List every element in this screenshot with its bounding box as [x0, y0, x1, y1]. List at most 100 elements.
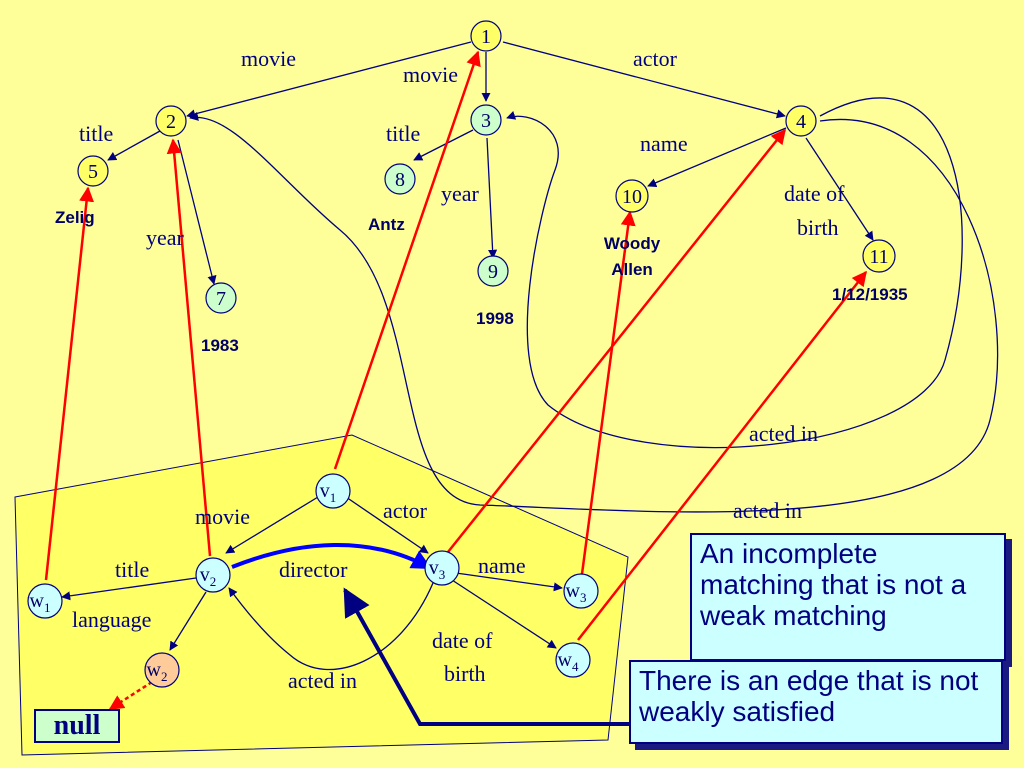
- callout-incomplete-matching: An incomplete matching that is not a wea…: [690, 533, 1006, 661]
- node-9: 9: [477, 255, 509, 287]
- map-v1-1: [333, 50, 481, 470]
- label-q-title: title: [115, 557, 149, 582]
- edge-4-11: [805, 137, 874, 241]
- label-q-name: name: [478, 553, 526, 578]
- svg-text:10: 10: [622, 186, 642, 208]
- label-q-dob-line2: birth: [444, 661, 486, 686]
- label-title-2-5: title: [79, 121, 113, 146]
- svg-text:11: 11: [869, 246, 888, 268]
- label-q-language: language: [72, 607, 151, 632]
- query-nodes: v1 v2 v3 w1 w2 w3 w4: [27, 473, 599, 688]
- value-allen: Allen: [611, 260, 653, 279]
- null-box: null: [34, 709, 120, 743]
- callout-pointer: [343, 587, 631, 726]
- label-q-movie: movie: [195, 504, 250, 529]
- svg-text:2: 2: [166, 111, 176, 133]
- svg-text:w4: w4: [558, 649, 579, 674]
- node-8: 8: [384, 163, 416, 195]
- value-1998: 1998: [476, 309, 514, 328]
- edge-3-8: [413, 129, 474, 161]
- node-3: 3: [470, 104, 502, 136]
- label-year-3-9: year: [441, 181, 480, 206]
- label-q-actor: actor: [383, 498, 428, 523]
- atomic-values: Zelig Antz 1983 1998 Woody Allen 1/12/19…: [55, 208, 908, 355]
- map-w4-11: [577, 270, 867, 641]
- svg-text:w2: w2: [147, 659, 168, 684]
- label-title-3-8: title: [386, 121, 420, 146]
- label-q-director: director: [279, 557, 348, 582]
- svg-text:4: 4: [796, 111, 806, 133]
- edge-2-5: [107, 130, 161, 161]
- q-edge-v2-w2: [169, 591, 207, 651]
- label-acted-in-2: acted in: [733, 498, 802, 523]
- label-movie-1-3: movie: [403, 62, 458, 87]
- label-actor-1-4: actor: [633, 46, 678, 71]
- edge-1-2: [186, 41, 472, 119]
- q-edge-v3-w4: [451, 579, 557, 649]
- value-1983: 1983: [201, 336, 239, 355]
- value-woody: Woody: [604, 234, 661, 253]
- svg-text:v2: v2: [200, 564, 217, 589]
- director-edge: [231, 543, 432, 570]
- q-edge-v3-w3: [455, 572, 563, 592]
- label-acted-in-1: acted in: [749, 421, 818, 446]
- label-dob-line1: date of: [784, 181, 845, 206]
- node-w1: w1: [27, 583, 63, 619]
- node-5: 5: [77, 155, 109, 187]
- q-edge-v3-v2-acted-in: [228, 582, 434, 671]
- data-nodes: 1 2 3 4 5 7 8 9 10 11: [77, 20, 896, 314]
- map-w2-null: [108, 680, 153, 711]
- svg-text:w1: w1: [30, 590, 51, 615]
- edge-2-7: [177, 139, 217, 285]
- edge-acted-in-4-3: [506, 97, 963, 449]
- node-1: 1: [470, 20, 502, 52]
- svg-text:w3: w3: [566, 580, 587, 605]
- svg-text:1: 1: [481, 26, 491, 48]
- value-zelig: Zelig: [55, 208, 95, 227]
- label-dob-line2: birth: [797, 215, 839, 240]
- node-2: 2: [155, 105, 187, 137]
- node-w2: w2: [144, 652, 180, 688]
- map-w3-10: [580, 210, 636, 575]
- svg-text:9: 9: [488, 261, 498, 283]
- data-edge-labels: movie movie actor title year title year …: [79, 46, 845, 523]
- svg-text:7: 7: [216, 288, 226, 310]
- query-graph-edges: [61, 496, 563, 671]
- node-w3: w3: [563, 573, 599, 609]
- edge-1-4: [502, 41, 786, 119]
- label-movie-1-2: movie: [241, 46, 296, 71]
- value-dob: 1/12/1935: [832, 285, 908, 304]
- node-7: 7: [205, 282, 237, 314]
- value-antz: Antz: [368, 215, 405, 234]
- node-v1: v1: [315, 473, 351, 509]
- q-edge-v1-v3: [345, 496, 429, 554]
- svg-text:5: 5: [88, 161, 98, 183]
- data-graph-edges: [107, 41, 999, 513]
- q-edge-v2-w1: [61, 577, 197, 601]
- edge-3-9: [486, 137, 498, 259]
- map-v2-2: [166, 138, 212, 557]
- node-v2: v2: [195, 557, 231, 593]
- node-4: 4: [785, 105, 817, 137]
- label-q-dob-line1: date of: [432, 628, 493, 653]
- node-11: 11: [862, 239, 896, 273]
- edge-acted-in-4-2: [189, 111, 999, 513]
- svg-text:v1: v1: [320, 480, 337, 505]
- label-name-4-10: name: [640, 131, 688, 156]
- node-v3: v3: [424, 550, 460, 586]
- svg-text:8: 8: [395, 169, 405, 191]
- label-q-acted-in: acted in: [288, 668, 357, 693]
- mapping-arrows: [44, 50, 867, 711]
- q-edge-v1-v2: [225, 496, 319, 554]
- svg-text:v3: v3: [429, 557, 446, 582]
- edge-4-10: [647, 127, 787, 188]
- map-v3-4: [447, 128, 786, 553]
- callout-edge-not-satisfied: There is an edge that is not weakly sati…: [629, 660, 1003, 744]
- label-year-2-7: year: [146, 225, 185, 250]
- map-w1-5: [44, 186, 95, 581]
- query-edge-labels: movie actor title language director name…: [72, 498, 526, 693]
- node-10: 10: [615, 179, 649, 213]
- node-w4: w4: [555, 642, 591, 678]
- svg-text:3: 3: [481, 110, 491, 132]
